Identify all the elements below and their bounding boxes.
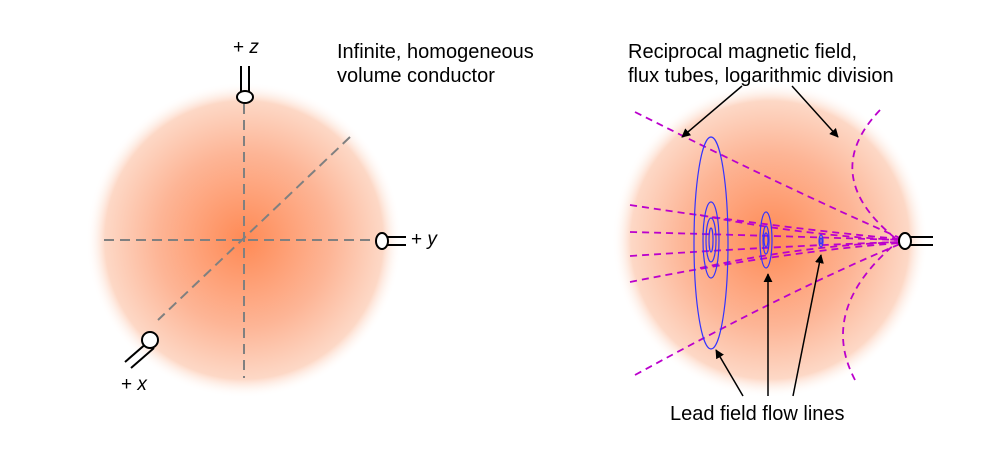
coil-x-icon [124,331,159,369]
left-caption-line1: Infinite, homogeneous [337,41,534,63]
arrow-flow-left [715,349,744,397]
flow-lines-label: Lead field flow lines [670,403,845,425]
axis-label-y: + y [411,229,437,250]
axis-label-x: + x [121,374,147,395]
flow-lines [693,136,824,350]
axis-label-z: + z [233,37,259,58]
flux-lines [629,109,901,381]
right-caption-line2: flux tubes, logarithmic division [628,65,894,87]
arrows [681,85,839,397]
right-panel [612,82,933,398]
arrow-flux-left [681,85,743,138]
coil-right-icon [898,232,933,250]
coil-z-icon [236,66,254,104]
axes [104,104,376,378]
arrow-flux-right [791,85,839,138]
right-caption-line1: Reciprocal magnetic field, [628,41,857,63]
arrow-flow-right [792,254,824,397]
right-sphere [612,82,928,398]
left-panel [86,66,406,398]
left-caption-line2: volume conductor [337,65,495,87]
coil-y-icon [375,232,406,250]
x-axis [157,136,351,321]
